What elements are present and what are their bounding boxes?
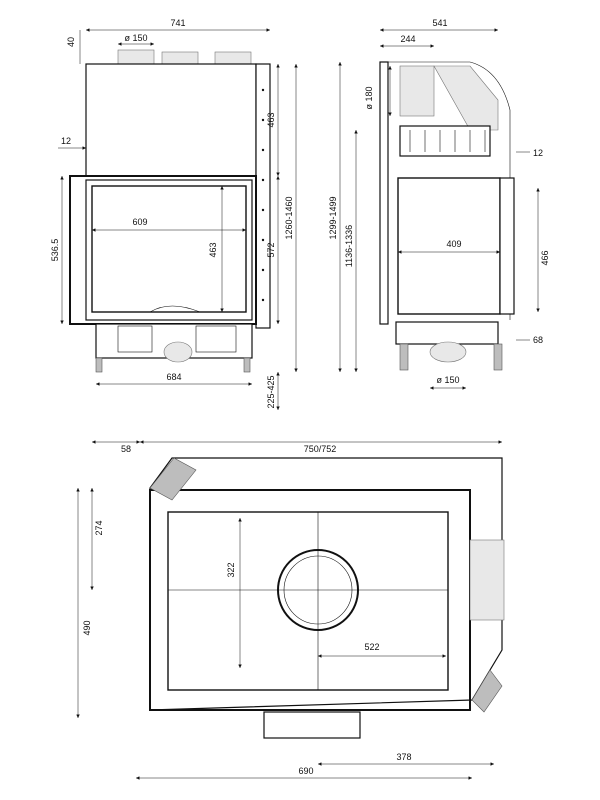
dim-side-total-height: 1299-1499 [328,196,338,239]
dim-side-air-diameter: ø 150 [436,375,459,385]
dim-front-total-height: 1260-1460 [284,196,294,239]
side-baffle [399,125,491,157]
dim-plan-right-offset: 378 [396,752,411,762]
front-flue-collar-right [214,51,252,65]
side-leg-right [493,343,503,371]
dim-front-base-width: 684 [166,372,181,382]
dim-side-bottom-gap: 68 [533,335,543,345]
dim-plan-depth-total: 490 [82,620,92,635]
dim-side-door-height: 466 [540,250,550,265]
plan-firebox [167,511,449,691]
dim-side-flue-diameter: ø 180 [364,86,374,109]
side-leg-left [399,343,409,371]
dim-side-width: 541 [432,18,447,28]
front-upper-casing [85,63,257,177]
front-flue-collar-center [161,51,199,65]
front-base-panel [117,325,153,353]
dim-plan-base-width: 690 [298,766,313,776]
plan-flue-outlet [277,549,359,631]
plan-corner-post-left [149,457,197,501]
dim-front-top-offset: 40 [66,37,76,47]
dim-plan-inner-height: 322 [226,562,236,577]
side-flue-duct [399,65,435,117]
front-air-intake [163,341,193,363]
plan-corner-post-right [471,669,503,713]
dim-side-mid-height: 1136-1336 [344,225,354,267]
side-flue-collar [433,65,499,131]
dim-plan-glass-width: 522 [364,642,379,652]
front-side-column-bolts [261,88,265,302]
dim-front-frame-height: 572 [266,242,276,257]
side-back-wall [379,61,389,325]
dim-plan-offset: 58 [121,444,131,454]
dim-plan-depth-front: 274 [94,520,104,535]
dim-side-glass-depth: 409 [446,239,461,249]
dim-front-glass-height: 463 [208,242,218,257]
dim-front-glass-width: 609 [132,217,147,227]
plan-side-vent [469,539,505,621]
side-base [395,321,499,345]
side-outer-profile [380,61,511,320]
front-door-handle [149,305,201,313]
side-view: 541 244 ø 180 12 1299-1499 1136-1336 409… [328,18,550,390]
front-base-vent [195,325,237,353]
front-flue-collar-left [117,49,155,65]
dim-front-leg-height: 225-425 [266,375,276,408]
side-baffle-grid [409,130,486,152]
front-glass [91,185,247,313]
dim-side-gap: 12 [533,148,543,158]
front-leg-right [243,357,251,373]
front-view: 741 ø 150 40 12 536.5 609 463 463 572 12… [50,18,298,410]
front-leg-left [95,357,103,373]
plan-flue-inner [283,555,353,625]
dim-front-width: 741 [170,18,185,28]
dim-front-gap: 12 [61,136,71,146]
dim-front-door-height: 536.5 [50,239,60,262]
dim-plan-width: 750/752 [304,444,337,454]
side-air-intake [429,341,467,363]
dim-side-flue-offset: 244 [400,34,415,44]
plan-front-handle [263,711,361,739]
dim-front-flue: ø 150 [124,33,147,43]
plan-view: 58 750/752 274 322 490 522 690 378 [76,440,505,780]
side-door-profile [499,177,515,315]
dim-front-upper-height: 463 [266,112,276,127]
front-side-column [255,63,271,329]
